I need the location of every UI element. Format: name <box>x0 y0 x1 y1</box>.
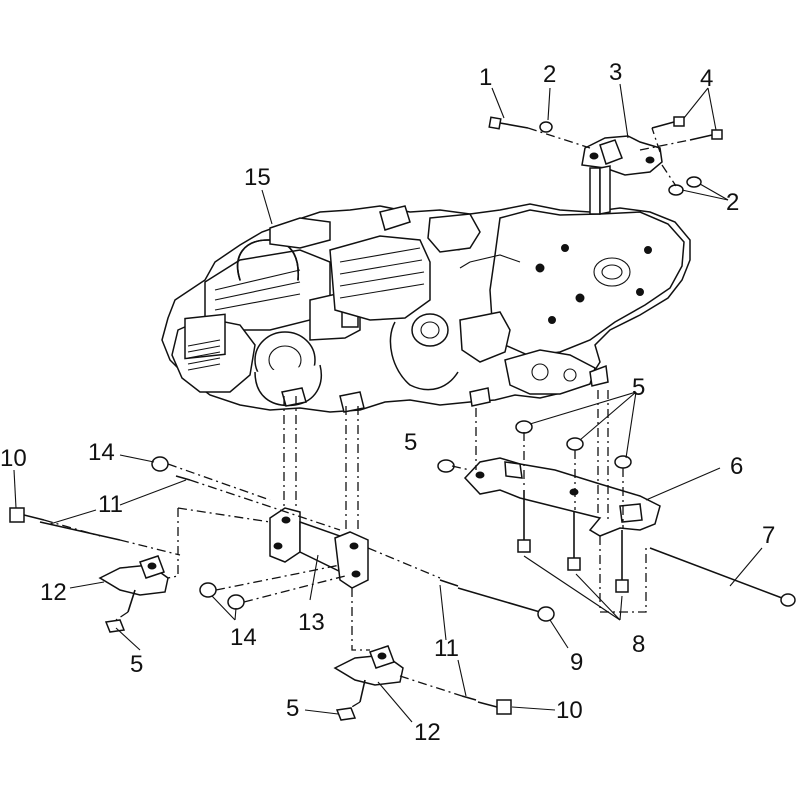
callout-5-bottom: 5 <box>286 695 299 722</box>
pin-11-left <box>39 521 121 541</box>
washer-14-b <box>227 594 245 610</box>
washer-14-a <box>199 582 217 598</box>
right-mount-bracket <box>463 457 661 537</box>
callout-2-right: 2 <box>726 189 739 216</box>
callout-12-left: 12 <box>40 579 67 606</box>
callout-3: 3 <box>609 59 622 86</box>
nut-5-bottom-right <box>335 707 357 721</box>
callout-1: 1 <box>479 64 492 91</box>
nut-2-lower-a <box>668 184 684 196</box>
callout-5-mid: 5 <box>404 429 417 456</box>
nut-5-c <box>614 455 632 469</box>
engine-assembly <box>161 203 691 413</box>
callout-5-upper: 5 <box>632 374 645 401</box>
callout-10-left: 10 <box>0 445 27 472</box>
bolt-4-lower <box>689 129 723 141</box>
callout-labels: 1 2 3 4 2 15 5 6 5 10 14 11 7 12 14 13 1… <box>0 59 775 746</box>
callout-13: 13 <box>298 609 325 636</box>
callout-12-right: 12 <box>414 719 441 746</box>
callout-14-top: 14 <box>88 439 115 466</box>
bolt-4-upper <box>651 116 685 129</box>
bolt-1 <box>488 116 529 130</box>
callout-15: 15 <box>244 164 271 191</box>
bracket-12-right <box>333 645 404 703</box>
bracket-12-left <box>98 555 169 613</box>
callout-11-left: 11 <box>98 491 123 518</box>
pin-11-top <box>175 475 191 481</box>
bolt-8-a <box>517 490 531 553</box>
bolt-10-left <box>9 507 45 523</box>
callout-2-top: 2 <box>543 61 556 88</box>
bolt-9 <box>457 587 555 622</box>
upper-hanger-bracket <box>581 135 663 215</box>
nut-5-left <box>437 459 455 473</box>
bolt-8-c <box>615 530 629 593</box>
callout-4: 4 <box>700 65 713 92</box>
callout-7: 7 <box>762 522 775 549</box>
bolt-8-b <box>567 512 581 571</box>
callout-5-left: 5 <box>130 651 143 678</box>
callout-9: 9 <box>570 649 583 676</box>
callout-11-right: 11 <box>434 635 459 662</box>
callout-6: 6 <box>730 453 743 480</box>
callout-10-right: 10 <box>556 697 583 724</box>
bolt-10-right <box>477 699 512 715</box>
callout-8: 8 <box>632 631 645 658</box>
washer-14-top <box>151 456 169 472</box>
nut-2-lower-b <box>686 176 702 188</box>
long-bolt-7 <box>649 547 796 607</box>
pin-11-right <box>439 579 477 701</box>
nut-5-bottom-left <box>104 619 126 633</box>
nut-5-a <box>515 420 533 434</box>
callout-14-bottom: 14 <box>230 624 257 651</box>
center-link-plate-13 <box>269 507 369 589</box>
nut-2-top <box>539 121 553 133</box>
leader-lines <box>13 83 763 723</box>
